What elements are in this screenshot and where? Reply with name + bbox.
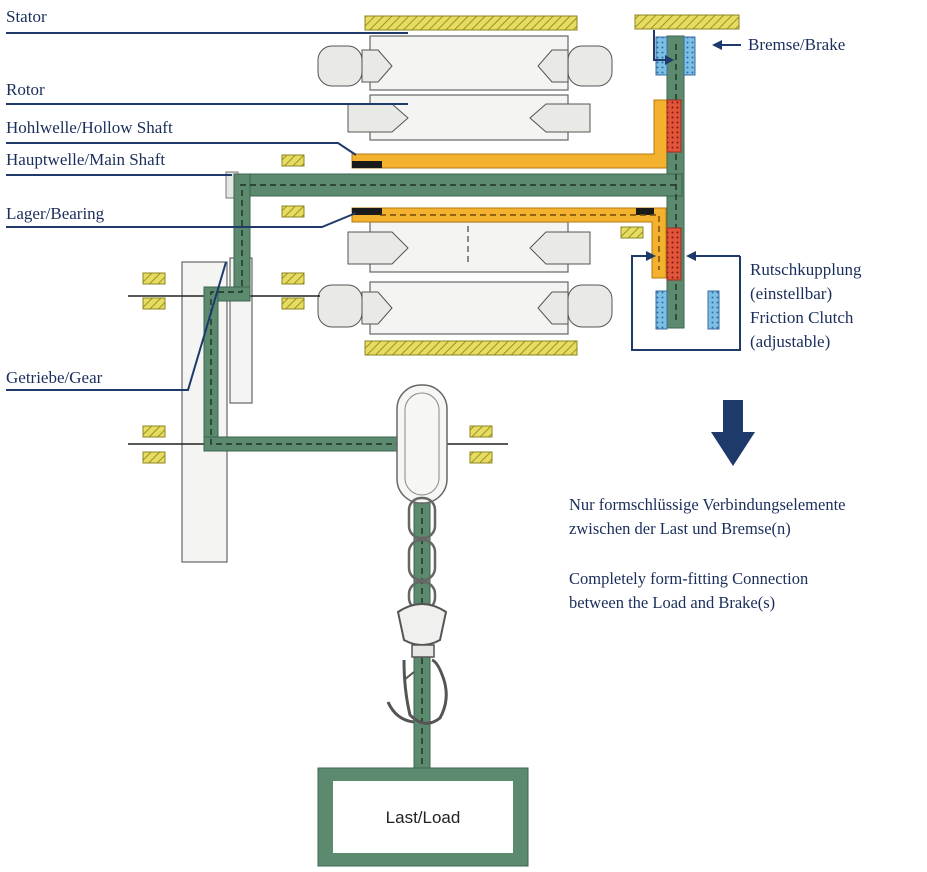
gear-leader (6, 261, 227, 391)
clutch-label-line2: (einstellbar) (750, 284, 832, 303)
bearing-gear-2b (281, 297, 305, 310)
stator-label: Stator (6, 7, 47, 26)
brake-lining-left (655, 36, 668, 76)
clutch-label-line4: (adjustable) (750, 332, 830, 351)
rotor-slot-right-top (529, 103, 591, 133)
clutch-pad-lower (666, 227, 682, 281)
bearing-ring-2 (352, 208, 382, 215)
hollow-shaft-leader (6, 142, 357, 156)
load-chain (407, 496, 437, 612)
brake-lining-right (683, 36, 696, 76)
stator-slot-left-bottom (361, 291, 393, 325)
bearing-gear-3b (142, 451, 166, 464)
stator-housing (364, 15, 578, 356)
bearing-gear-3a (142, 425, 166, 438)
bearing-gear-1b (142, 297, 166, 310)
lower-winding-assembly (317, 221, 613, 335)
stator-slot-right-top (537, 49, 569, 83)
end-winding-left-top (317, 45, 363, 87)
load-sprocket (396, 384, 448, 504)
brake-housing (634, 14, 740, 30)
bearing-main-right-bottom (620, 226, 644, 239)
clutch-label-line3: Friction Clutch (750, 308, 854, 327)
end-winding-right-bottom (567, 284, 613, 328)
note-en-line2: between the Load and Brake(s) (569, 593, 775, 612)
stator-housing-top (364, 15, 578, 31)
right-labels: Bremse/Brake Rutschkupplung (einstellbar… (631, 30, 862, 351)
clutch-label-line1: Rutschkupplung (750, 260, 862, 279)
bearing-main-left-bottom (281, 205, 305, 218)
stator-slot-right-bottom (537, 291, 569, 325)
stator-slot-left-top (361, 49, 393, 83)
bearing-gear-2a (281, 272, 305, 285)
bearing-gear-1a (142, 272, 166, 285)
chain-link-1 (407, 496, 437, 540)
upper-winding-assembly (317, 35, 613, 141)
main-shaft-label: Hauptwelle/Main Shaft (6, 150, 165, 169)
note-de-line2: zwischen der Last und Bremse(n) (569, 519, 791, 538)
stator-core-top (369, 35, 569, 91)
brake-assembly (634, 14, 740, 330)
hollow-shaft (351, 99, 668, 279)
bearing-ring-3 (636, 208, 654, 215)
load-inner (333, 781, 513, 853)
rotor-slot-left-bottom (347, 231, 409, 265)
conclusion: Nur formschlüssige Verbindungselemente z… (569, 400, 845, 612)
load-hook (386, 603, 448, 725)
bearing-label: Lager/Bearing (6, 204, 105, 223)
bearing-sprocket-b (469, 451, 493, 464)
clutch-spring-left (655, 290, 668, 330)
stator-housing-bottom (364, 340, 578, 356)
load: Last/Load (317, 767, 529, 867)
chain-link-2 (407, 538, 437, 582)
note-de-line1: Nur formschlüssige Verbindungselemente (569, 495, 845, 514)
clutch-pad-upper (666, 99, 682, 153)
clutch-bracket (631, 255, 741, 351)
end-winding-right-top (567, 45, 613, 87)
hollow-shaft-label: Hohlwelle/Hollow Shaft (6, 118, 173, 137)
rotor-label: Rotor (6, 80, 45, 99)
load-label: Last/Load (386, 808, 461, 827)
bearing-main-left-top (281, 154, 305, 167)
clutch-spring-right (707, 290, 720, 330)
down-arrow-icon (711, 400, 755, 466)
bearing-ring-1 (352, 161, 382, 168)
bearing-sprocket-a (469, 425, 493, 438)
brake-label: Bremse/Brake (748, 35, 845, 54)
bearing-leader (6, 212, 357, 228)
end-winding-left-bottom (317, 284, 363, 328)
note-en-line1: Completely form-fitting Connection (569, 569, 808, 588)
left-labels: Stator Rotor Hohlwelle/Hollow Shaft Haup… (6, 7, 408, 391)
gear-label: Getriebe/Gear (6, 368, 103, 387)
rotor-slot-right-bottom (529, 231, 591, 265)
